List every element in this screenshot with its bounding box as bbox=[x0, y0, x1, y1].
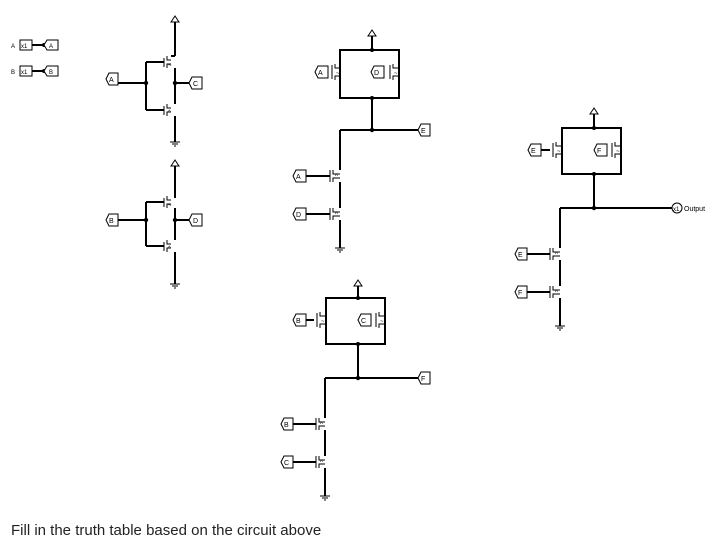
svg-text:~: ~ bbox=[168, 203, 172, 209]
svg-text:^: ^ bbox=[555, 290, 558, 296]
svg-text:~: ~ bbox=[336, 71, 340, 77]
svg-text:F: F bbox=[421, 376, 425, 383]
svg-text:A: A bbox=[109, 77, 114, 84]
svg-text:F: F bbox=[597, 148, 601, 155]
svg-text:x1: x1 bbox=[21, 70, 28, 76]
svg-text:B: B bbox=[49, 70, 53, 76]
svg-text:^: ^ bbox=[335, 212, 338, 218]
svg-text:C: C bbox=[361, 318, 366, 325]
svg-text:E: E bbox=[518, 252, 523, 259]
svg-text:~: ~ bbox=[394, 71, 398, 77]
svg-text:E: E bbox=[531, 148, 536, 155]
svg-text:^: ^ bbox=[335, 174, 338, 180]
svg-text:~: ~ bbox=[168, 63, 172, 69]
svg-text:D: D bbox=[296, 212, 301, 219]
input-pin-a: A x1 A bbox=[11, 39, 59, 51]
instruction-caption: Fill in the truth table based on the cir… bbox=[11, 522, 322, 539]
svg-text:A: A bbox=[49, 44, 53, 50]
svg-text:A: A bbox=[296, 174, 301, 181]
svg-text:A: A bbox=[318, 70, 323, 77]
svg-text:^: ^ bbox=[168, 246, 171, 252]
svg-text:C: C bbox=[284, 460, 289, 467]
svg-text:B: B bbox=[296, 318, 301, 325]
svg-text:B: B bbox=[11, 70, 15, 76]
svg-text:~: ~ bbox=[321, 319, 325, 325]
nand-gate-f: B ~ C ~ F B ^ C ^ bbox=[280, 279, 431, 501]
svg-text:B: B bbox=[284, 422, 289, 429]
nand-gate-output: E ~ F ~ x1 Output E ^ F ^ bbox=[514, 107, 705, 331]
svg-text:~: ~ bbox=[616, 149, 620, 155]
svg-text:D: D bbox=[374, 70, 379, 77]
inverter-b-to-d: B ~ D ^ bbox=[105, 159, 203, 289]
svg-text:C: C bbox=[193, 81, 198, 88]
svg-text:~: ~ bbox=[557, 149, 561, 155]
svg-text:x1: x1 bbox=[21, 44, 28, 50]
svg-text:F: F bbox=[518, 290, 522, 297]
circuit-schematic: A x1 A B x1 B A ~ C bbox=[11, 15, 705, 501]
svg-text:^: ^ bbox=[555, 252, 558, 258]
output-label: Output bbox=[684, 206, 705, 213]
svg-text:^: ^ bbox=[168, 110, 171, 116]
nand-gate-e: A ~ D ~ E A ^ D ^ bbox=[292, 29, 431, 253]
svg-text:E: E bbox=[421, 128, 426, 135]
svg-text:D: D bbox=[193, 218, 198, 225]
input-pin-b: B x1 B bbox=[11, 65, 59, 77]
svg-text:~: ~ bbox=[380, 319, 384, 325]
svg-text:^: ^ bbox=[320, 422, 323, 428]
inverter-a-to-c: A ~ C ^ bbox=[105, 15, 203, 147]
svg-text:A: A bbox=[11, 44, 15, 50]
svg-text:x1: x1 bbox=[673, 207, 680, 213]
svg-text:^: ^ bbox=[320, 460, 323, 466]
svg-text:B: B bbox=[109, 218, 114, 225]
